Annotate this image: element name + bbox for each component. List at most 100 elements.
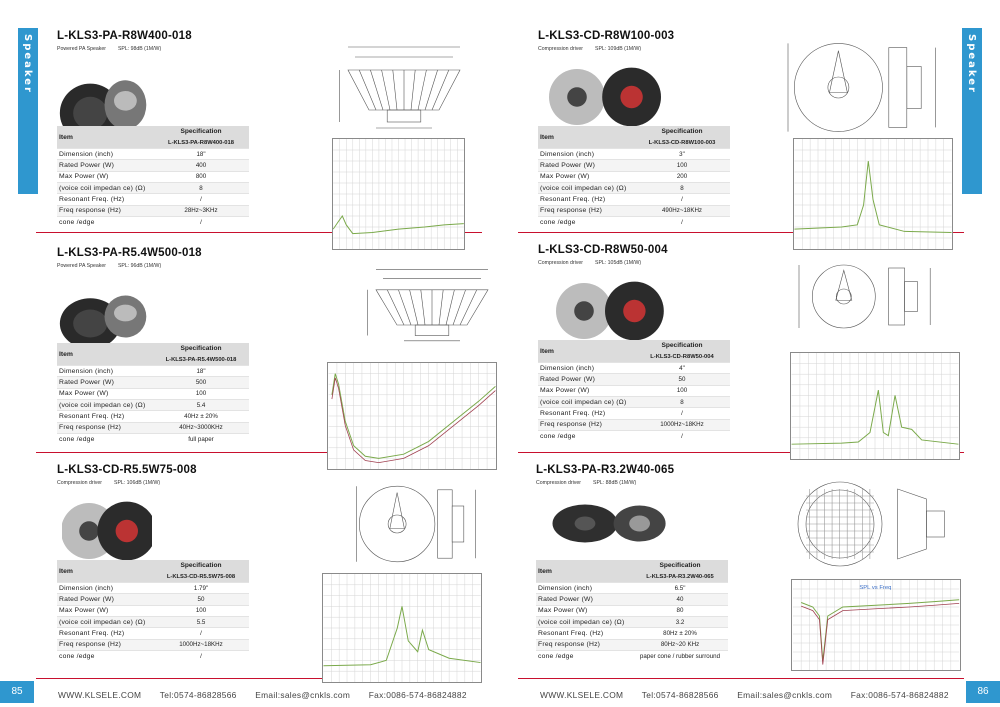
product-card: L-KLS3-CD-R8W50-004 Compression driver SPL… — [538, 244, 968, 460]
footer-website[interactable]: WWW.KLSELE.COM — [58, 690, 142, 700]
table-row: (voice coil impedan ce) (Ω)8 — [538, 181, 730, 194]
spec-header-item: Item — [57, 560, 153, 583]
footer-email[interactable]: Email:sales@cnkls.com — [737, 690, 833, 700]
spec-value: paper cone / rubber surround — [632, 649, 728, 662]
product-title: L-KLS3-PA-R5.4W500-018 — [57, 247, 202, 259]
spec-header-model: L-KLS3-CD-R5.5W75-008 — [153, 571, 249, 583]
spec-header-model: L-KLS3-PA-R5.4W500-018 — [153, 354, 249, 366]
technical-drawing — [797, 481, 945, 567]
spec-header-model: L-KLS3-CD-R8W50-004 — [634, 351, 730, 363]
spec-value: 5.5 — [153, 615, 249, 628]
impedance-curve — [331, 377, 496, 464]
product-spl: SPL: 98dB (1M/W) — [117, 46, 162, 52]
spec-label: Freq response (Hz) — [57, 204, 153, 217]
frequency-response-graph — [322, 573, 482, 683]
spl-curve — [331, 373, 496, 459]
spec-value: 8 — [153, 181, 249, 194]
footer-website[interactable]: WWW.KLSELE.COM — [540, 690, 624, 700]
product-type: Compression driver — [538, 46, 583, 52]
spec-label: (voice coil impedan ce) (Ω) — [57, 398, 153, 411]
spec-label: Freq response (Hz) — [538, 418, 634, 431]
table-row: Dimension (inch)3" — [538, 148, 730, 160]
divider-right-3 — [518, 678, 964, 679]
product-spl: SPL: 106dB (1M/W) — [113, 480, 161, 486]
spec-label: Max Power (W) — [536, 604, 632, 617]
product-type: Powered PA Speaker — [57, 263, 106, 269]
spec-value: 18" — [153, 365, 249, 377]
spec-label: Freq response (Hz) — [538, 204, 634, 217]
frequency-response-graph — [790, 352, 960, 460]
spec-header-specification: Specification — [153, 560, 249, 572]
product-photo — [552, 504, 666, 543]
spec-value: / — [634, 429, 730, 442]
technical-drawing — [356, 485, 476, 563]
spec-value: 1000Hz~18KHz — [153, 638, 249, 651]
spec-header-model: L-KLS3-CD-R8W100-003 — [634, 137, 730, 149]
spec-header-specification: Specification — [153, 343, 249, 355]
footer-right: WWW.KLSELE.COM Tel:0574-86828566 Email:s… — [540, 690, 965, 700]
spec-label: cone /edge — [57, 649, 153, 662]
product-title: L-KLS3-CD-R8W100-003 — [538, 30, 675, 42]
spec-value: / — [153, 649, 249, 662]
spec-value: / — [153, 627, 249, 640]
table-row: Freq response (Hz)28Hz~3KHz — [57, 204, 249, 217]
spec-value: 400 — [153, 159, 249, 172]
spec-value: 4" — [634, 362, 730, 374]
table-row: Resonant Freq. (Hz)/ — [57, 193, 249, 206]
spec-label: Max Power (W) — [57, 170, 153, 183]
table-row: Max Power (W)800 — [57, 170, 249, 183]
table-row: Rated Power (W)50 — [538, 373, 730, 386]
page-number-right: 86 — [966, 681, 1000, 703]
spec-value: 50 — [153, 593, 249, 606]
spec-label: Rated Power (W) — [57, 593, 153, 606]
frequency-response-graph — [793, 138, 953, 250]
spec-label: Resonant Freq. (Hz) — [538, 193, 634, 206]
table-row: Freq response (Hz)490Hz~18KHz — [538, 204, 730, 217]
spec-header-specification: Specification — [634, 340, 730, 352]
spec-value: 40Hz~3000KHz — [153, 421, 249, 434]
spec-label: Rated Power (W) — [536, 593, 632, 606]
spec-label: (voice coil impedan ce) (Ω) — [536, 615, 632, 628]
spec-header-specification: Specification — [634, 126, 730, 138]
spec-label: Freq response (Hz) — [57, 638, 153, 651]
footer-fax: Fax:0086-574-86824882 — [850, 690, 949, 700]
technical-drawing — [339, 46, 461, 129]
spec-value: 100 — [153, 604, 249, 617]
footer-fax: Fax:0086-574-86824882 — [368, 690, 467, 700]
table-row: (voice coil impedan ce) (Ω)5.4 — [57, 398, 249, 411]
product-title: L-KLS3-PA-R8W400-018 — [57, 30, 192, 42]
spec-label: (voice coil impedan ce) (Ω) — [538, 395, 634, 408]
footer-tel: Tel:0574-86828566 — [641, 690, 719, 700]
table-row: Rated Power (W)100 — [538, 159, 730, 172]
graph-title: SPL vs Freq — [859, 585, 891, 591]
footer-email[interactable]: Email:sales@cnkls.com — [255, 690, 351, 700]
product-spl: SPL: 105dB (1M/W) — [594, 260, 642, 266]
product-type: Powered PA Speaker — [57, 46, 106, 52]
spl-curve — [794, 160, 952, 233]
spec-value: 80Hz~20 KHz — [632, 638, 728, 651]
product-subtitle: Compression driver SPL: 105dB (1M/W) — [538, 260, 641, 266]
spec-header-item: Item — [536, 560, 632, 583]
product-photo — [62, 501, 152, 561]
divider-left-3 — [36, 678, 482, 679]
frequency-response-graph: SPL vs Freq — [791, 579, 961, 671]
product-type: Compression driver — [538, 260, 583, 266]
spec-value: 100 — [153, 387, 249, 400]
spec-label: Rated Power (W) — [57, 159, 153, 172]
table-row: cone /edge/ — [538, 429, 730, 442]
spec-label: cone /edge — [57, 432, 153, 445]
table-row: Freq response (Hz)40Hz~3000KHz — [57, 421, 249, 434]
spec-label: Resonant Freq. (Hz) — [536, 627, 632, 640]
spec-value: 1000Hz~18KHz — [634, 418, 730, 431]
spec-label: Resonant Freq. (Hz) — [57, 627, 153, 640]
spec-value: 200 — [634, 170, 730, 183]
spec-label: Freq response (Hz) — [536, 638, 632, 651]
spec-label: Resonant Freq. (Hz) — [538, 407, 634, 420]
table-row: Resonant Freq. (Hz)/ — [538, 407, 730, 420]
